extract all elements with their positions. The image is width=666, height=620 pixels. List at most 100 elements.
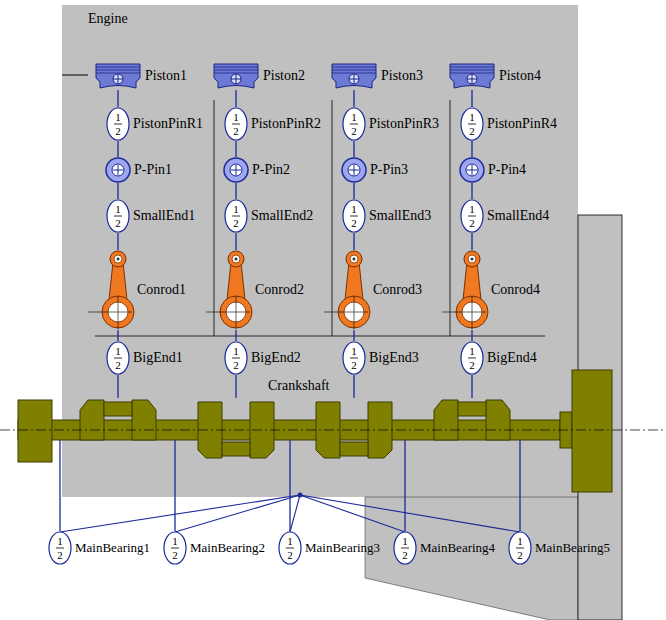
part-label: BigEnd2 (251, 350, 301, 366)
revolute-joint-node: 1 2BigEnd4 (460, 341, 484, 375)
center-mark (472, 296, 473, 329)
joint-link (471, 90, 472, 107)
joint-outline (509, 532, 531, 564)
part-label: Conrod3 (373, 282, 422, 298)
engine-support (365, 497, 578, 620)
piston-ring (450, 67, 494, 68)
small-eye (346, 251, 362, 267)
fraction-bar (232, 216, 240, 217)
pin-cross (231, 170, 241, 171)
rod-shank (227, 262, 245, 300)
joint-link (353, 90, 354, 107)
piston-ring (450, 70, 494, 71)
crankshaft-node: Crankshaft (18, 398, 612, 440)
small-eye-bore (350, 255, 358, 263)
revolute-joint-node: 1 2PistonPinR3 (342, 107, 366, 141)
joint-link (353, 330, 354, 341)
part-label: Piston3 (381, 68, 423, 84)
joint-link (117, 375, 118, 398)
piston-body-shape (94, 62, 142, 90)
center-mark (236, 296, 237, 329)
center-mark (442, 312, 486, 313)
fraction-bar (516, 548, 524, 549)
ground-wire (300, 495, 520, 532)
joint-link (117, 141, 118, 157)
pin-symbol (348, 164, 360, 176)
revolute-joint-node: 1 2SmallEnd3 (342, 199, 366, 233)
flywheel (572, 370, 612, 492)
big-eye-bore (226, 302, 246, 322)
big-eye-bore (108, 302, 128, 322)
crank-web (368, 402, 392, 458)
pin-cross (349, 170, 359, 171)
piston-ring (332, 67, 376, 68)
revolute-joint-node: 1 2PistonPinR2 (224, 107, 248, 141)
revolute-joint-node: 1 2BigEnd3 (342, 341, 366, 375)
joint-link (353, 233, 354, 250)
joint-link (117, 183, 118, 199)
revolute-joint-node: 1 2MainBearing5 (508, 531, 532, 565)
joint-link (235, 90, 236, 107)
joint-symbol: 1 2 (57, 534, 63, 563)
pin-outline (224, 158, 248, 182)
fraction-bar (468, 124, 476, 125)
fraction-bar (468, 216, 476, 217)
joint-symbol: 1 2 (469, 344, 475, 373)
crank-pin (222, 442, 250, 456)
joint-link (471, 233, 472, 250)
pin-cross (354, 74, 355, 84)
joint-symbol: 1 2 (287, 534, 293, 563)
pin-cross (472, 74, 473, 84)
pin-cross (472, 165, 473, 175)
big-eye (102, 296, 134, 328)
joint-link (235, 375, 236, 398)
fraction-bar (171, 548, 179, 549)
part-label: PistonPinR3 (369, 116, 439, 132)
revolute-joint-node: 1 2PistonPinR1 (106, 107, 130, 141)
part-label: Piston4 (499, 68, 541, 84)
revolute-joint-node: 1 2SmallEnd1 (106, 199, 130, 233)
connecting-rod-node: Conrod2 (220, 250, 252, 330)
engine-block (62, 5, 578, 497)
part-label: Crankshaft (268, 378, 329, 394)
center-mark (324, 312, 368, 313)
part-label: Conrod1 (137, 282, 186, 298)
block-edge (62, 75, 88, 76)
piston-ring (214, 67, 258, 68)
revolute-joint-node: 1 2SmallEnd2 (224, 199, 248, 233)
fraction-bar (114, 124, 122, 125)
part-label: Conrod2 (255, 282, 304, 298)
rod-shank (345, 262, 363, 300)
joint-outline (461, 108, 483, 140)
part-label: SmallEnd1 (133, 208, 195, 224)
part-label: BigEnd4 (487, 350, 537, 366)
center-mark (206, 312, 250, 313)
joint-link (235, 330, 236, 341)
center-mark (354, 296, 355, 329)
pin-cross (349, 79, 359, 80)
pin-cross (113, 170, 123, 171)
part-label: Conrod4 (491, 282, 540, 298)
crank-web (434, 400, 458, 440)
piston-ring (214, 73, 258, 74)
pin-cross (231, 79, 241, 80)
piston-outline (332, 64, 376, 88)
piston-ring (96, 70, 140, 71)
piston-body-node: Piston3 (330, 62, 378, 90)
part-label: MainBearing3 (305, 541, 380, 556)
part-label: BigEnd3 (369, 350, 419, 366)
joint-symbol: 1 2 (233, 202, 239, 231)
cylinder-wall (214, 100, 215, 336)
part-label: SmallEnd3 (369, 208, 431, 224)
part-label: BigEnd1 (133, 350, 183, 366)
piston-pin-node: P-Pin4 (459, 157, 485, 183)
joint-symbol: 1 2 (172, 534, 178, 563)
pin-symbol (231, 74, 241, 84)
part-label: MainBearing4 (420, 541, 495, 556)
crank-web (486, 400, 510, 440)
joint-outline (394, 532, 416, 564)
joint-outline (279, 532, 301, 564)
revolute-joint-node: 1 2BigEnd2 (224, 341, 248, 375)
